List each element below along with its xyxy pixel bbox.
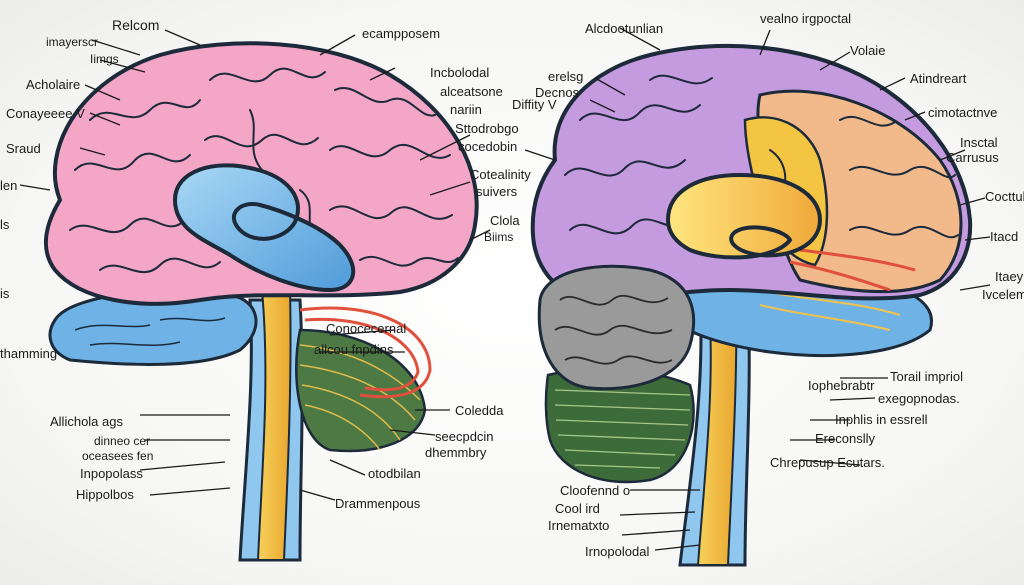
- label-r19: Ereconslly: [815, 431, 875, 446]
- label-l3: imayerscr: [46, 35, 99, 49]
- label-r12: Itacd: [990, 229, 1019, 244]
- label-r21: Cloofennd o: [560, 483, 631, 498]
- label-l11: nariin: [450, 102, 482, 117]
- label-l6: Conayeeee V: [6, 106, 85, 121]
- label-r14: Ivcelemps: [982, 287, 1024, 302]
- label-l18: Conocecernal: [326, 321, 407, 336]
- label-r20: Chrepusup Ecutars.: [770, 455, 885, 470]
- label-l19: allcou fnpdins: [314, 342, 394, 357]
- label-l25: Allichola ags: [50, 414, 123, 429]
- label-l15: suivers: [476, 184, 518, 199]
- label-l13: cocedobin: [458, 139, 518, 154]
- label-l16: Clola: [490, 213, 520, 228]
- label-l1: Relcom: [112, 17, 160, 33]
- leader-lines: [19, 27, 991, 551]
- label-r5: Decnos: [535, 85, 580, 100]
- label-r3: Volaie: [850, 43, 886, 58]
- label-r17: exegopnodas.: [878, 391, 960, 406]
- label-l26: dinneo cer: [94, 434, 151, 448]
- label-r8: cimotactnve: [928, 105, 998, 120]
- left-hippocampus: [172, 163, 356, 293]
- label-r1: Alcdootunlian: [585, 21, 664, 36]
- label-l28: Inpopolass: [80, 466, 143, 481]
- label-r13: Itaey: [995, 269, 1024, 284]
- label-l12: Sttodrobgo: [455, 121, 519, 136]
- label-l10: alceatsone: [440, 84, 503, 99]
- label-r11: Cocttul: [985, 189, 1024, 204]
- label-l22: dhemmbry: [425, 445, 487, 460]
- label-r10: Carrusus: [946, 150, 999, 165]
- label-l21: seecpdcin: [435, 429, 494, 444]
- label-l24: Drammenpous: [335, 496, 421, 511]
- label-l7: Sraud: [6, 141, 41, 156]
- label-l32: is: [0, 286, 10, 301]
- label-l23: otodbilan: [368, 466, 421, 481]
- right-yellow-ring: [665, 172, 823, 260]
- label-l31: ls: [0, 217, 10, 232]
- label-l29: Hippolbos: [76, 487, 134, 502]
- label-r16: Iophebrabtr: [808, 378, 875, 393]
- label-r4: erelsg: [548, 69, 584, 84]
- label-r9: Insctal: [960, 135, 998, 150]
- left-cerebellum: [295, 328, 427, 453]
- label-l4: Iimgs: [90, 52, 119, 66]
- label-l14: Cotealinity: [470, 167, 531, 182]
- label-r18: Inphlis in essrell: [835, 412, 928, 427]
- label-l20: Coledda: [455, 403, 504, 418]
- label-l27: oceasees fen: [82, 449, 154, 463]
- label-l30: thamming: [0, 346, 58, 361]
- label-r22: Cool ird: [555, 501, 600, 516]
- label-l2: ecampposem: [362, 26, 441, 41]
- right-brain: [530, 43, 973, 567]
- label-l5: Acholaire: [26, 77, 81, 92]
- label-l9: Incbolodal: [430, 65, 490, 80]
- label-l8: len: [0, 178, 18, 193]
- label-r24: Irnopolodal: [585, 544, 650, 559]
- label-r7: Atindreart: [910, 71, 967, 86]
- label-r15: Torail impriol: [890, 369, 963, 384]
- right-brainstem-core: [696, 284, 738, 566]
- label-l17: Biims: [484, 230, 514, 244]
- label-r23: Irnematxto: [548, 518, 610, 533]
- label-r2: vealno irgpoctal: [760, 11, 852, 26]
- left-brainstem-core: [256, 289, 292, 561]
- label-r6: Diffity V: [512, 97, 557, 112]
